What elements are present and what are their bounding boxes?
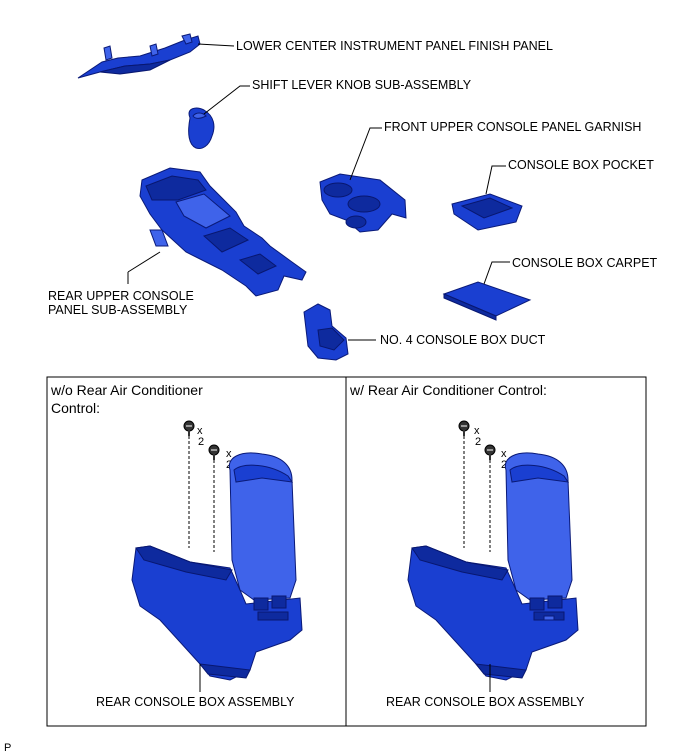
console-box-pocket — [451, 193, 523, 231]
right-variant-frame — [345, 376, 647, 727]
right-caption: w/ Rear Air Conditioner Control: — [349, 382, 547, 398]
screw-icon — [208, 444, 220, 460]
footer-code: P — [4, 742, 11, 754]
left-screw2-qty-x: x — [226, 448, 232, 460]
shift-lever-knob — [188, 107, 215, 149]
leader-line — [197, 43, 235, 47]
screw-icon — [458, 420, 470, 436]
label-shift-knob: SHIFT LEVER KNOB SUB-ASSEMBLY — [252, 78, 472, 92]
lower-center-instrument-panel-finish-panel — [77, 33, 201, 79]
left-caption-line2: Control: — [51, 400, 100, 416]
rear-console-box-assembly-left — [131, 452, 303, 681]
label-lower-center-panel: LOWER CENTER INSTRUMENT PANEL FINISH PAN… — [236, 39, 553, 53]
right-screw1-qty-n: 2 — [475, 436, 481, 448]
label-console-pocket: CONSOLE BOX POCKET — [508, 158, 654, 172]
leader-line — [349, 127, 382, 181]
right-screw2-qty-n: 2 — [501, 459, 507, 471]
right-assembly-label: REAR CONSOLE BOX ASSEMBLY — [386, 695, 585, 709]
label-console-carpet: CONSOLE BOX CARPET — [512, 256, 658, 270]
front-upper-console-panel-garnish — [319, 173, 407, 233]
console-box-carpet — [442, 281, 532, 321]
right-screw1-qty-x: x — [474, 425, 480, 437]
label-duct: NO. 4 CONSOLE BOX DUCT — [380, 333, 546, 347]
left-screw1-qty-n: 2 — [198, 436, 204, 448]
label-front-garnish: FRONT UPPER CONSOLE PANEL GARNISH — [384, 120, 641, 134]
left-assembly-label: REAR CONSOLE BOX ASSEMBLY — [96, 695, 295, 709]
no4-console-box-duct — [303, 303, 349, 361]
leader-line — [483, 261, 510, 285]
right-screw2-qty-x: x — [501, 448, 507, 460]
rear-upper-console-panel — [139, 167, 307, 297]
leader-line — [127, 251, 161, 273]
screw-icon — [183, 420, 195, 436]
label-rear-upper-line2: PANEL SUB-ASSEMBLY — [48, 303, 188, 317]
leader-line — [203, 85, 250, 115]
left-caption-line1: w/o Rear Air Conditioner — [50, 382, 203, 398]
rear-console-box-assembly-right — [407, 452, 579, 681]
screw-icon — [484, 444, 496, 460]
label-rear-upper-line1: REAR UPPER CONSOLE — [48, 289, 194, 303]
leader-line — [485, 165, 506, 195]
left-screw1-qty-x: x — [197, 425, 203, 437]
